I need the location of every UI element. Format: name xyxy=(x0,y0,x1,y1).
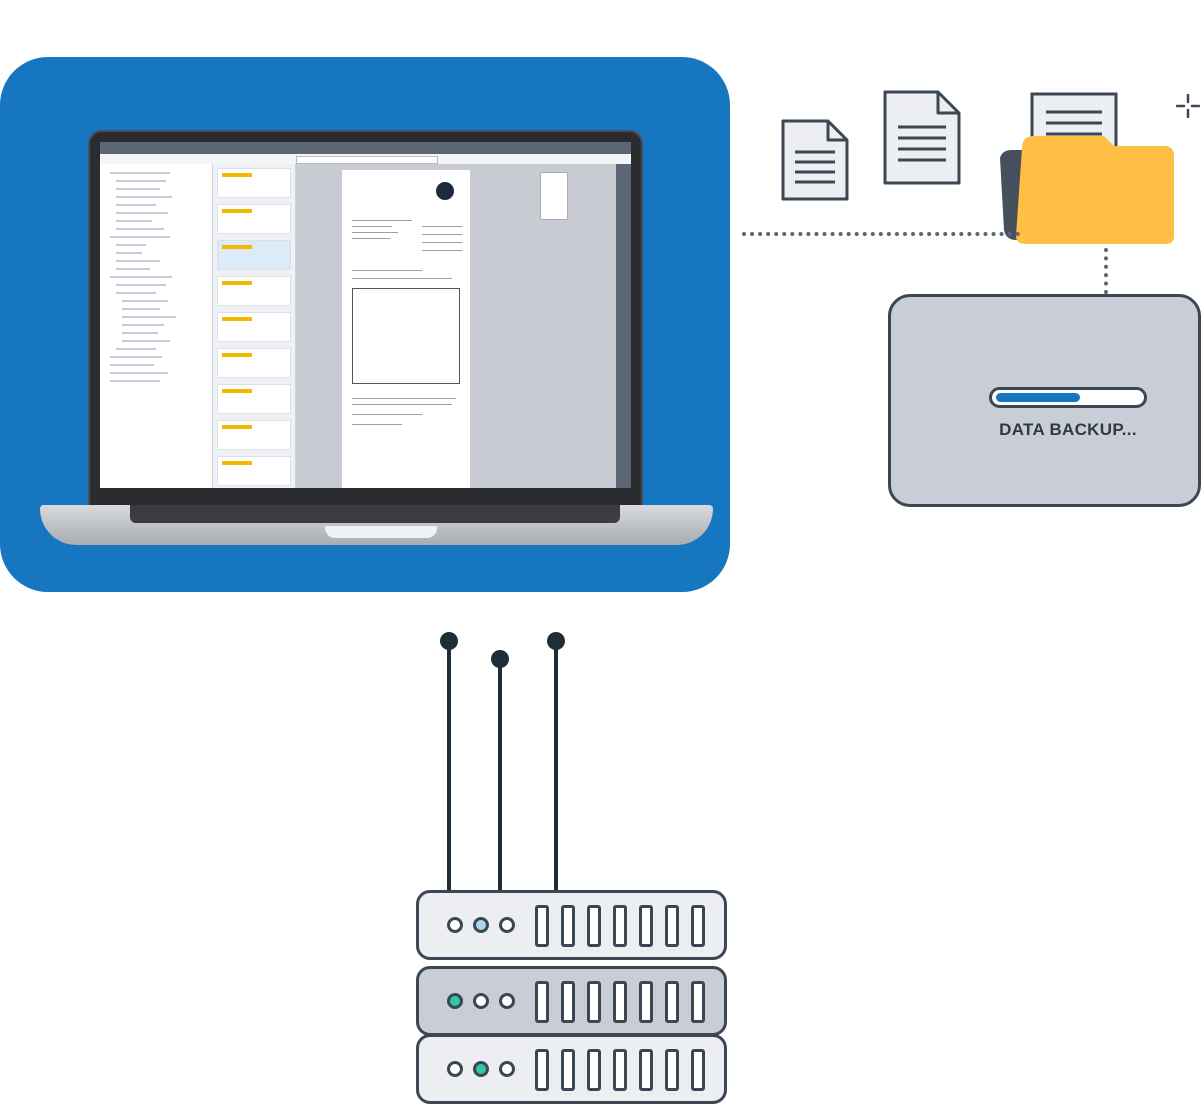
laptop-notch xyxy=(325,526,437,538)
status-led xyxy=(499,993,515,1009)
document-table xyxy=(352,288,460,384)
connector-line xyxy=(1104,248,1108,294)
server-vent xyxy=(535,981,549,1023)
right-toolbar xyxy=(616,164,631,488)
cable xyxy=(498,659,502,892)
sparkle-icon xyxy=(1176,94,1200,118)
cable-end xyxy=(491,650,509,668)
app-search-box xyxy=(296,156,438,164)
folder-tree xyxy=(100,164,213,488)
status-led xyxy=(473,993,489,1009)
cable xyxy=(447,640,451,892)
server-unit xyxy=(416,1034,727,1104)
backup-progress-bar xyxy=(989,387,1147,408)
server-vent xyxy=(561,981,575,1023)
server-vent xyxy=(613,1049,627,1091)
server-vent xyxy=(665,1049,679,1091)
server-vent xyxy=(613,981,627,1023)
page-thumbnail xyxy=(540,172,568,220)
laptop-keyboard xyxy=(130,505,620,523)
server-vent xyxy=(587,981,601,1023)
status-led xyxy=(473,1061,489,1077)
cable-end xyxy=(440,632,458,650)
connector-line xyxy=(742,232,1020,236)
server-vent xyxy=(639,905,653,947)
document-page-preview xyxy=(342,170,470,488)
server-vent xyxy=(535,1049,549,1091)
document-icon xyxy=(883,90,961,185)
server-unit xyxy=(416,966,727,1036)
status-led xyxy=(447,1061,463,1077)
server-vent xyxy=(639,1049,653,1091)
status-led xyxy=(447,917,463,933)
server-vent xyxy=(613,905,627,947)
folder-with-document-icon xyxy=(1000,92,1174,244)
document-list xyxy=(213,164,296,488)
server-vent xyxy=(561,1049,575,1091)
cable xyxy=(554,640,558,892)
server-vent xyxy=(691,1049,705,1091)
server-vent xyxy=(587,905,601,947)
cable-end xyxy=(547,632,565,650)
server-vent xyxy=(639,981,653,1023)
app-title-bar xyxy=(100,142,631,154)
backup-progress-fill xyxy=(996,393,1080,402)
server-vent xyxy=(691,981,705,1023)
status-led xyxy=(499,917,515,933)
status-led xyxy=(447,993,463,1009)
server-vent xyxy=(691,905,705,947)
server-vent xyxy=(561,905,575,947)
server-vent xyxy=(587,1049,601,1091)
status-led xyxy=(473,917,489,933)
backup-label: DATA BACKUP... xyxy=(999,420,1137,439)
status-led xyxy=(499,1061,515,1077)
server-vent xyxy=(665,905,679,947)
server-vent xyxy=(665,981,679,1023)
server-unit xyxy=(416,890,727,960)
laptop-screen xyxy=(100,142,631,488)
server-vent xyxy=(535,905,549,947)
logo-mark xyxy=(436,182,454,200)
document-icon xyxy=(781,119,849,201)
